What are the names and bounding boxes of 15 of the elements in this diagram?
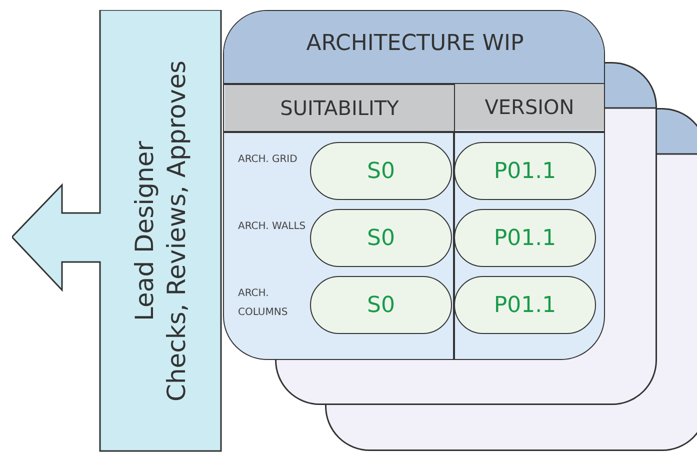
card-title: ARCHITECTURE WIP xyxy=(305,31,525,58)
arrow-shape xyxy=(12,10,222,452)
row-label: ARCH. WALLS xyxy=(238,220,307,234)
status-pill: P01.1 xyxy=(454,142,596,200)
column-header: VERSION xyxy=(455,84,604,130)
status-pill: P01.1 xyxy=(454,276,596,334)
status-pill: S0 xyxy=(310,209,452,267)
status-pill: P01.1 xyxy=(454,209,596,267)
column-header: SUITABILITY xyxy=(225,85,454,131)
arrow-label: Lead Designer xyxy=(129,141,160,321)
status-pill: S0 xyxy=(310,276,452,334)
row-label: ARCH. COLUMNS xyxy=(238,287,289,320)
status-pill: S0 xyxy=(310,142,452,200)
arrow-label: Checks, Reviews, Approves xyxy=(161,60,192,402)
row-label: ARCH. GRID xyxy=(238,153,298,167)
